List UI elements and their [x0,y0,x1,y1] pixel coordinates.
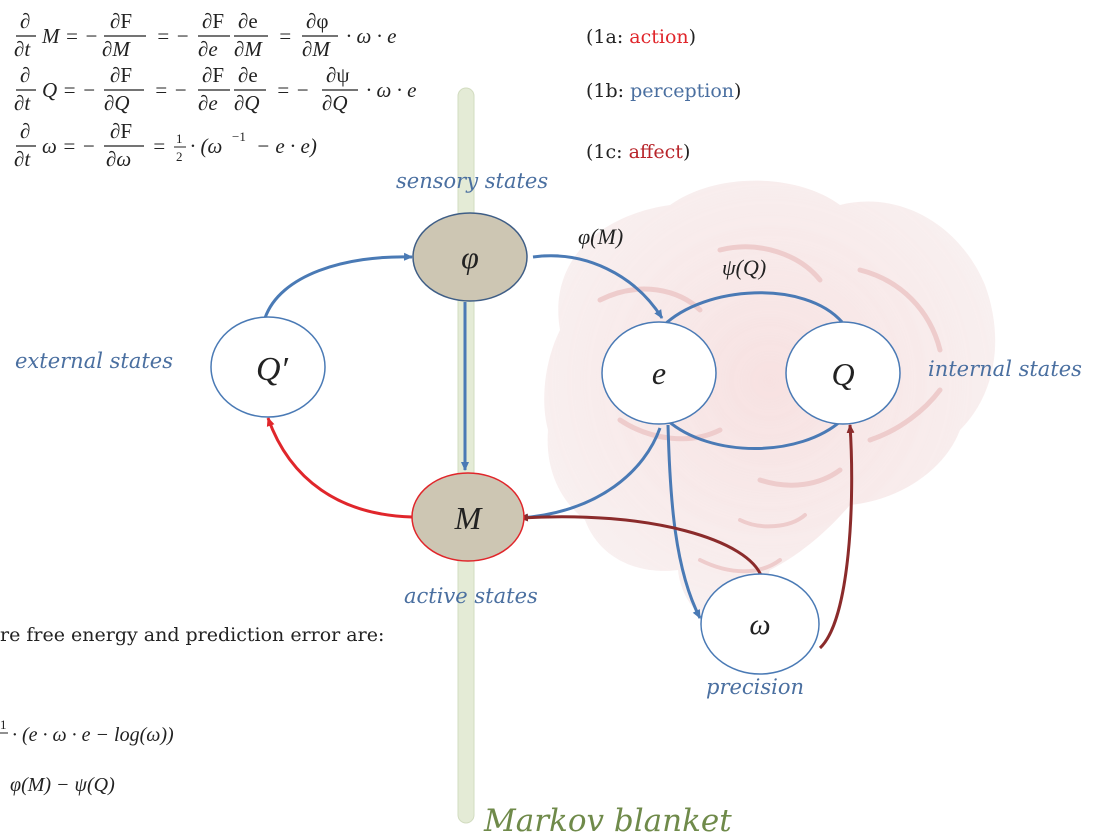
svg-text:∂e: ∂e [198,91,218,115]
footer-intro: re free energy and prediction error are: [0,624,384,646]
edge-active-to-external [266,417,413,519]
edge-sensory-to-error [532,254,664,319]
svg-text:∂: ∂ [20,63,30,87]
svg-text:∂F: ∂F [110,119,132,143]
svg-text:1: 1 [176,131,183,146]
label-phi-m: φ(M) [578,224,623,249]
node-active: M [411,472,525,562]
label-active-states: active states [404,584,538,608]
svg-text:∂M: ∂M [302,37,331,61]
edge-external-to-sensory [263,252,413,319]
svg-text:− e · e): − e · e) [256,134,317,158]
label-precision: precision [706,675,804,699]
svg-text:2: 2 [176,149,183,164]
svg-text:=: = [278,24,292,48]
node-external: Q′ [210,316,326,418]
svg-text:∂M: ∂M [234,37,263,61]
perception-word: perception [630,80,734,102]
svg-text:∂Q: ∂Q [234,91,260,115]
footer-e-equation: φ(M) − ψ(Q) [10,774,115,796]
label-sensory-states: sensory states [396,169,548,193]
svg-text:∂t: ∂t [14,37,31,61]
label-markov-blanket: Markov blanket [483,803,732,838]
svg-text:∂F: ∂F [110,63,132,87]
edge-precision-to-internal [818,424,855,650]
svg-text:−1: −1 [232,129,246,144]
svg-text:∂e: ∂e [198,37,218,61]
svg-text:∂: ∂ [20,9,30,33]
svg-text:ω = −: ω = − [42,134,96,158]
node-sensory: φ [412,212,528,302]
equation-tag-1a: (1a: action) [586,26,696,48]
equation-1c: ∂ ∂t ω = − ∂F ∂ω = 1 2 · (ω −1 − e · e) [14,119,317,171]
affect-word: affect [629,141,684,163]
svg-text:· (e · ω · e − log(ω)): · (e · ω · e − log(ω)) [12,724,174,746]
svg-text:∂φ: ∂φ [306,9,329,33]
edges [263,252,855,650]
brain-illustration [544,180,996,625]
svg-text:∂t: ∂t [14,91,31,115]
edge-error-to-precision [666,424,702,619]
svg-text:∂t: ∂t [14,147,31,171]
svg-text:Q′: Q′ [256,351,289,388]
svg-text:e: e [652,355,666,391]
svg-text:φ: φ [461,239,479,275]
svg-text:· ω · e: · ω · e [366,78,416,102]
svg-text:= −: = − [276,78,310,102]
svg-text:∂e: ∂e [238,9,258,33]
svg-text:· ω · e: · ω · e [346,24,396,48]
label-external-states: external states [15,349,173,373]
svg-text:∂ω: ∂ω [106,147,131,171]
svg-text:Q = −: Q = − [42,78,96,102]
svg-text:∂F: ∂F [202,63,224,87]
label-internal-states: internal states [928,357,1082,381]
equation-1b: ∂ ∂t Q = − ∂F ∂Q = − ∂F ∂e ∂e ∂Q = − ∂ψ … [14,63,416,115]
svg-text:ω: ω [749,608,770,641]
svg-text:=: = [152,134,166,158]
equation-tag-1c: (1c: affect) [586,141,690,163]
svg-text:Q: Q [831,356,854,392]
action-word: action [629,26,688,48]
edge-error-to-active [519,427,662,522]
svg-text:· (ω: · (ω [190,134,222,158]
svg-text:∂Q: ∂Q [104,91,130,115]
svg-text:∂M: ∂M [102,37,131,61]
edge-precision-to-active [519,513,764,579]
svg-text:∂: ∂ [20,119,30,143]
node-precision: ω [700,573,820,675]
edge-error-internal-top [661,291,844,328]
svg-text:= −: = − [156,24,190,48]
node-internal: Q [785,321,901,425]
footer-f-equation: 1 · (e · ω · e − log(ω)) [0,717,174,746]
equation-tag-1b: (1b: perception) [586,80,741,102]
svg-text:∂ψ: ∂ψ [326,63,350,87]
svg-text:∂e: ∂e [238,63,258,87]
edge-error-internal-bottom [666,418,844,450]
svg-text:= −: = − [154,78,188,102]
svg-text:∂Q: ∂Q [322,91,348,115]
node-error: e [601,321,717,425]
svg-text:M = −: M = − [41,24,98,48]
svg-text:∂F: ∂F [110,9,132,33]
svg-text:M: M [454,500,484,536]
svg-text:1: 1 [0,717,7,732]
label-psi-q: ψ(Q) [722,255,766,280]
svg-text:∂F: ∂F [202,9,224,33]
equation-1a: ∂ ∂t M = − ∂F ∂M = − ∂F ∂e ∂e ∂M = ∂φ ∂M… [14,9,396,61]
